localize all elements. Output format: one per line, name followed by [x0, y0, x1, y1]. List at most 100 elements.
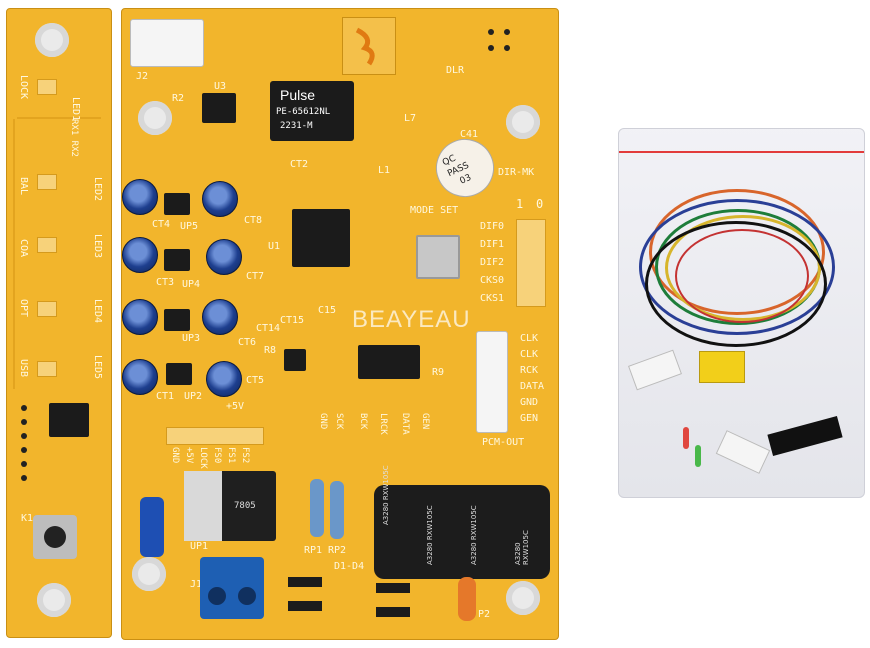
- capacitor: [122, 359, 158, 395]
- u3-chip: [202, 93, 236, 123]
- lock-pin-label: FS2: [240, 447, 250, 464]
- pcm-pin-label: DATA: [520, 381, 545, 392]
- pulse-brand: Pulse: [280, 87, 316, 103]
- silk-ct3: CT3: [156, 277, 175, 288]
- led-green: [695, 445, 701, 467]
- silk-usb: USB: [18, 359, 29, 378]
- board-trace: [13, 119, 15, 389]
- silk-ct15: CT15: [280, 315, 305, 326]
- diode: [288, 577, 322, 587]
- capacitor: [202, 181, 238, 217]
- silk-rp2: RP2: [328, 545, 347, 556]
- lock-pin-label: LOCK: [198, 447, 208, 469]
- silk-mode-col-1: 1: [516, 197, 524, 211]
- mounting-hole: [506, 581, 540, 615]
- capacitor: [202, 299, 238, 335]
- silk-ct4: CT4: [152, 219, 171, 230]
- black-header: [767, 416, 843, 456]
- silk-ct7: CT7: [246, 271, 265, 282]
- pcm-pin-label: CLK: [520, 349, 539, 360]
- header-pin: [21, 447, 27, 453]
- bottom-pin-label: LRCK: [378, 413, 388, 435]
- push-button: [33, 515, 77, 559]
- u1-chip: [292, 209, 350, 267]
- capacitor: [122, 179, 158, 215]
- silk-led1: LED1: [70, 97, 81, 122]
- dlr-pin: [504, 29, 510, 35]
- board-trace: [17, 117, 101, 119]
- mounting-hole: [506, 105, 540, 139]
- pcm-pin-label: RCK: [520, 365, 539, 376]
- silk-up2: UP2: [184, 391, 203, 402]
- silk-rx: RX1 RX2: [69, 119, 79, 157]
- silk-d1-d4: D1-D4: [334, 561, 365, 572]
- silk-up5: UP5: [180, 221, 199, 232]
- lock-pin-label: +5V: [184, 447, 194, 464]
- up5-chip: [164, 193, 190, 215]
- capacitor: [122, 299, 158, 335]
- silk-lock: LOCK: [18, 75, 29, 100]
- cable-bag: [618, 128, 865, 498]
- silk-ct6: CT6: [238, 337, 257, 348]
- silk-up3: UP3: [182, 333, 201, 344]
- crystal: [416, 235, 460, 279]
- up2-chip: [166, 363, 192, 385]
- silk-up1: UP1: [190, 541, 209, 552]
- pcm-pin-label: GND: [520, 397, 539, 408]
- resistor: [330, 481, 344, 539]
- qc-number: 03: [458, 172, 474, 187]
- pcm-pin-label: GEN: [520, 413, 539, 424]
- silk-j1: J1: [190, 579, 203, 590]
- silk-l1: L1: [378, 165, 391, 176]
- silk-u3: U3: [214, 81, 227, 92]
- mounting-hole: [132, 557, 166, 591]
- diode: [376, 583, 410, 593]
- main-pcb-board: J2 R2 U3 Pulse PE-65612NL 2231-M DLR L7 …: [121, 8, 559, 640]
- wire-loop: [675, 229, 809, 323]
- silk-cks0: CKS0: [480, 275, 505, 286]
- terminal-screw: [238, 587, 256, 605]
- silk-coa: COA: [18, 239, 29, 258]
- silk-u1: U1: [268, 241, 281, 252]
- cap-marking: A3280 RXW105C: [426, 505, 434, 565]
- mounting-hole: [35, 23, 69, 57]
- capacitor: [206, 239, 242, 275]
- brand-logo-glyph: [355, 27, 375, 66]
- silk-led2: LED2: [92, 177, 103, 202]
- silk-opt: OPT: [18, 299, 29, 318]
- driver-chip: [358, 345, 420, 379]
- mode-jumper-block: [516, 219, 546, 307]
- dlr-pin: [504, 45, 510, 51]
- dlr-pin: [488, 29, 494, 35]
- cap-marking: A3280 RXW105C: [514, 530, 530, 565]
- diode: [376, 607, 410, 617]
- silk-ct5: CT5: [246, 375, 265, 386]
- header-pin: [21, 475, 27, 481]
- silk-dir-mk: DIR-MK: [498, 167, 535, 178]
- white-connector: [715, 430, 771, 474]
- silk-led4: LED4: [92, 299, 103, 324]
- silk-dif2: DIF2: [480, 257, 505, 268]
- led-pad: [37, 301, 57, 317]
- silk-c15: C15: [318, 305, 337, 316]
- bottom-pin-label: BCK: [358, 413, 368, 430]
- silk-rp1: RP1: [304, 545, 323, 556]
- silk-c41: C41: [460, 129, 479, 140]
- pulse-code: 2231-M: [280, 121, 313, 131]
- up3-chip: [164, 309, 190, 331]
- cap-marking: A3280 RXW105C: [470, 505, 478, 565]
- led-pad: [37, 237, 57, 253]
- diode: [288, 601, 322, 611]
- pcm-pin-label: CLK: [520, 333, 539, 344]
- capacitor: [122, 237, 158, 273]
- led-pad: [37, 361, 57, 377]
- regulator-heatsink: [184, 471, 222, 541]
- silk-up4: UP4: [182, 279, 201, 290]
- pcm-out-connector: [476, 331, 508, 433]
- silk-dlr: DLR: [446, 65, 465, 76]
- silk-led3: LED3: [92, 234, 103, 259]
- silk-ct14: CT14: [256, 323, 281, 334]
- lock-pin-label: FS0: [212, 447, 222, 464]
- brand-logo: [342, 17, 396, 75]
- regulator-marking: 7805: [234, 501, 256, 511]
